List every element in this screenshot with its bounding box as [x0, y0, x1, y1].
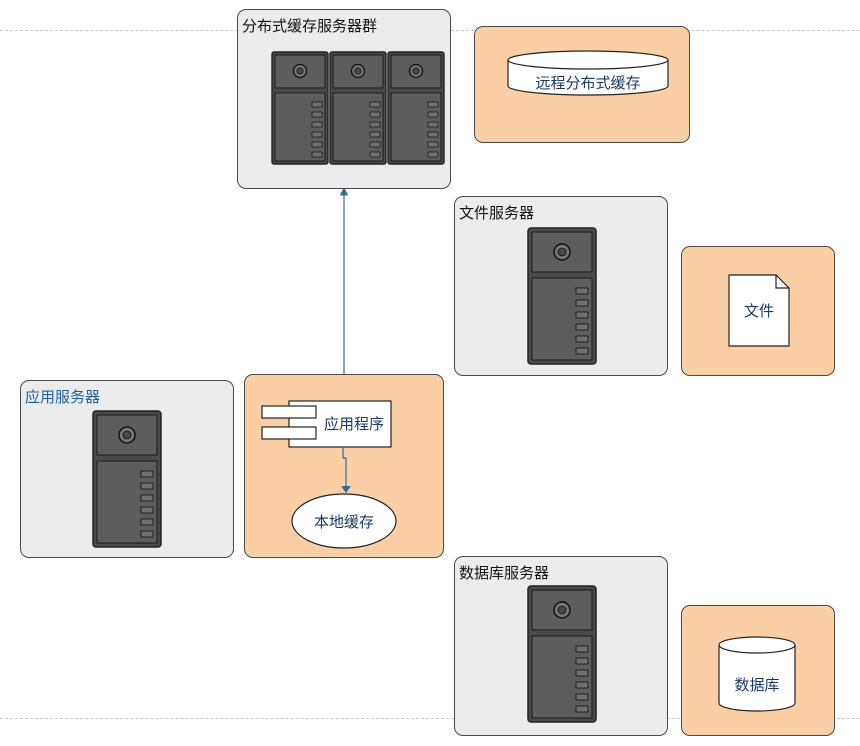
remote-cache-cylinder-icon: [507, 50, 669, 96]
page-boundary-bottom: [0, 718, 860, 719]
local-cache-ellipse: [291, 493, 397, 549]
file-server-title: 文件服务器: [459, 204, 535, 222]
app-component-icon: [261, 400, 392, 448]
file-document-icon: [728, 274, 790, 347]
app-server-title: 应用服务器: [25, 388, 101, 406]
file-label: 文件: [743, 302, 774, 320]
cache-cluster-title: 分布式缓存服务器群: [242, 17, 378, 35]
app-to-local-cache-connector: [341, 447, 351, 493]
app-program-label: 应用程序: [323, 415, 384, 433]
remote-cache-label: 远程分布式缓存: [535, 74, 641, 92]
local-cache-label: 本地缓存: [313, 513, 374, 531]
db-server-title: 数据库服务器: [459, 564, 550, 582]
database-label: 数据库: [734, 676, 780, 694]
database-cylinder-icon: [718, 636, 796, 712]
